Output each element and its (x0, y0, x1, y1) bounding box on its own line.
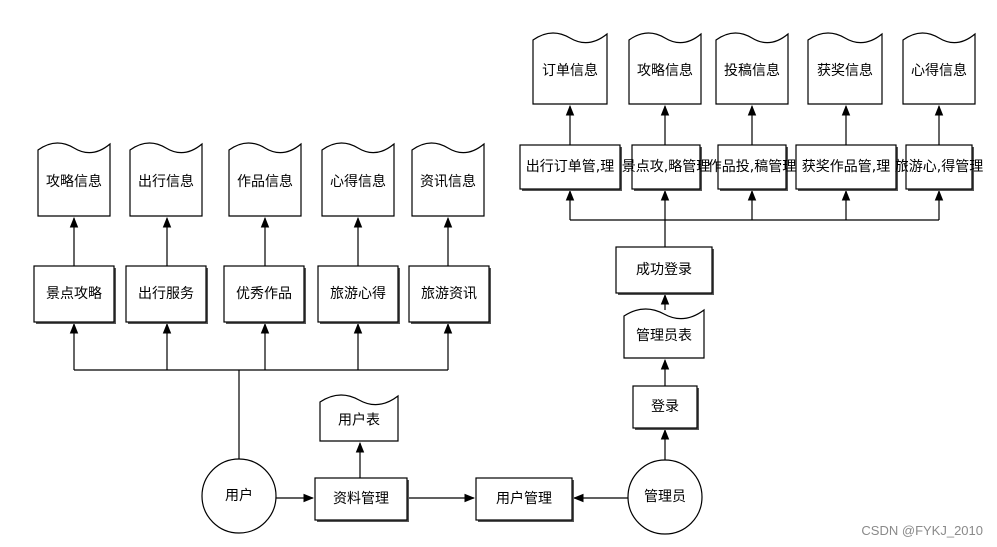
user-mgmt-process: 用户管理 (475, 477, 574, 522)
left-doc-4-label: 资讯信息 (420, 173, 476, 190)
left-doc-4: 资讯信息 (411, 142, 485, 217)
login-process: 登录 (632, 385, 699, 430)
right-doc-4: 心得信息 (902, 32, 976, 105)
user-mgmt-process-label: 用户管理 (496, 490, 552, 507)
left-doc-1-label: 出行信息 (138, 173, 194, 190)
admin-circle: 管理员 (627, 459, 703, 535)
left-process-3: 旅游心得 (317, 265, 400, 324)
right-doc-2-label: 投稿信息 (724, 62, 780, 79)
left-process-4-label: 旅游资讯 (421, 286, 477, 302)
user-table-doc: 用户表 (319, 394, 399, 442)
left-doc-3-label: 心得信息 (330, 173, 386, 190)
right-process-3: 获奖作品管,理 (795, 144, 898, 191)
left-process-2: 优秀作品 (223, 265, 306, 324)
right-process-4: 旅游心,得管理 (895, 144, 983, 191)
left-process-1: 出行服务 (125, 265, 208, 324)
right-process-3-label: 获奖作品管,理 (802, 158, 890, 175)
left-process-0: 景点攻略 (33, 265, 116, 324)
right-process-0: 出行订单管,理 (519, 144, 622, 191)
profile-mgmt-process-label: 资料管理 (333, 491, 389, 507)
right-process-0-label: 出行订单管,理 (526, 159, 614, 175)
left-process-0-label: 景点攻略 (46, 286, 102, 302)
left-process-1-label: 出行服务 (138, 286, 194, 302)
right-process-2-label: 作品投,稿管理 (708, 159, 796, 175)
right-process-1: 景点攻,略管理 (622, 144, 710, 191)
admin-table-doc-label: 管理员表 (636, 328, 692, 344)
login-process-label: 登录 (651, 399, 679, 415)
left-process-3-label: 旅游心得 (330, 285, 386, 302)
right-doc-3: 获奖信息 (807, 32, 883, 105)
left-process-2-label: 优秀作品 (236, 286, 292, 302)
profile-mgmt-process: 资料管理 (314, 477, 409, 522)
login-success-process-label: 成功登录 (636, 262, 692, 278)
connectors (69, 104, 944, 503)
user-circle: 用户 (201, 458, 277, 534)
right-process-4-label: 旅游心,得管理 (895, 158, 983, 175)
watermark: CSDN @FYKJ_2010 (861, 523, 983, 538)
user-circle-label: 用户 (225, 487, 253, 504)
login-success-process: 成功登录 (615, 246, 714, 295)
right-doc-1-label: 攻略信息 (637, 62, 693, 79)
right-doc-3-label: 获奖信息 (817, 62, 873, 79)
right-doc-0: 订单信息 (532, 32, 608, 105)
right-doc-1: 攻略信息 (628, 32, 702, 105)
left-process-4: 旅游资讯 (408, 265, 491, 324)
left-doc-0-label: 攻略信息 (46, 173, 102, 190)
user-table-doc-label: 用户表 (338, 412, 380, 429)
admin-table-doc: 管理员表 (623, 308, 705, 359)
admin-circle-label: 管理员 (644, 489, 686, 505)
left-doc-2: 作品信息 (228, 142, 302, 217)
left-doc-3: 心得信息 (321, 142, 395, 217)
left-doc-0: 攻略信息 (37, 142, 111, 217)
right-process-2: 作品投,稿管理 (708, 144, 796, 191)
right-doc-0-label: 订单信息 (542, 62, 598, 79)
left-doc-2-label: 作品信息 (237, 173, 293, 190)
left-doc-1: 出行信息 (129, 142, 203, 217)
right-process-1-label: 景点攻,略管理 (622, 159, 710, 175)
right-doc-4-label: 心得信息 (911, 62, 967, 79)
right-doc-2: 投稿信息 (715, 32, 789, 105)
